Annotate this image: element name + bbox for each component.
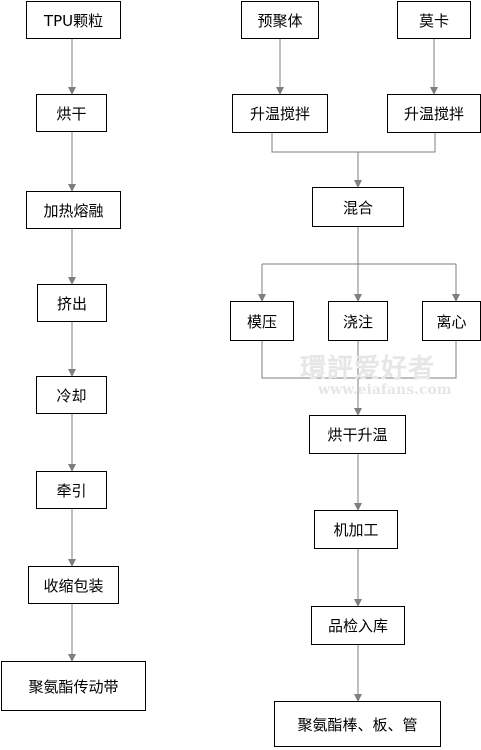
join-bracket xyxy=(261,341,457,379)
watermark-url: www.eiafans.com xyxy=(318,382,452,398)
merge-bracket xyxy=(271,133,436,153)
node-heat-stir-right: 升温搅拌 xyxy=(387,94,481,133)
node-traction: 牵引 xyxy=(36,471,107,509)
node-prepolymer: 预聚体 xyxy=(241,1,319,39)
node-drying: 烘干 xyxy=(36,94,107,132)
node-extrusion: 挤出 xyxy=(37,284,107,322)
node-heat-stir-left: 升温搅拌 xyxy=(232,94,328,133)
watermark-logo-text: 環評爱好者 xyxy=(300,354,436,384)
node-pouring: 浇注 xyxy=(328,301,388,341)
node-shrink-wrap: 收缩包装 xyxy=(28,566,119,604)
node-machining: 机加工 xyxy=(314,510,398,549)
node-pu-rod-sheet-tube: 聚氨酯棒、板、管 xyxy=(274,701,441,747)
node-tpu-granules: TPU颗粒 xyxy=(26,1,121,39)
node-compression-mold: 模压 xyxy=(230,301,294,341)
node-mixing: 混合 xyxy=(312,187,404,227)
node-cooling: 冷却 xyxy=(36,376,107,414)
node-dry-heat-up: 烘干升温 xyxy=(309,415,406,454)
node-heat-melt: 加热熔融 xyxy=(26,191,121,229)
node-pu-belt: 聚氨酯传动带 xyxy=(1,661,146,711)
node-moca: 莫卡 xyxy=(397,1,471,39)
node-inspect-storage: 品检入库 xyxy=(311,606,405,645)
node-centrifuge: 离心 xyxy=(422,301,481,341)
